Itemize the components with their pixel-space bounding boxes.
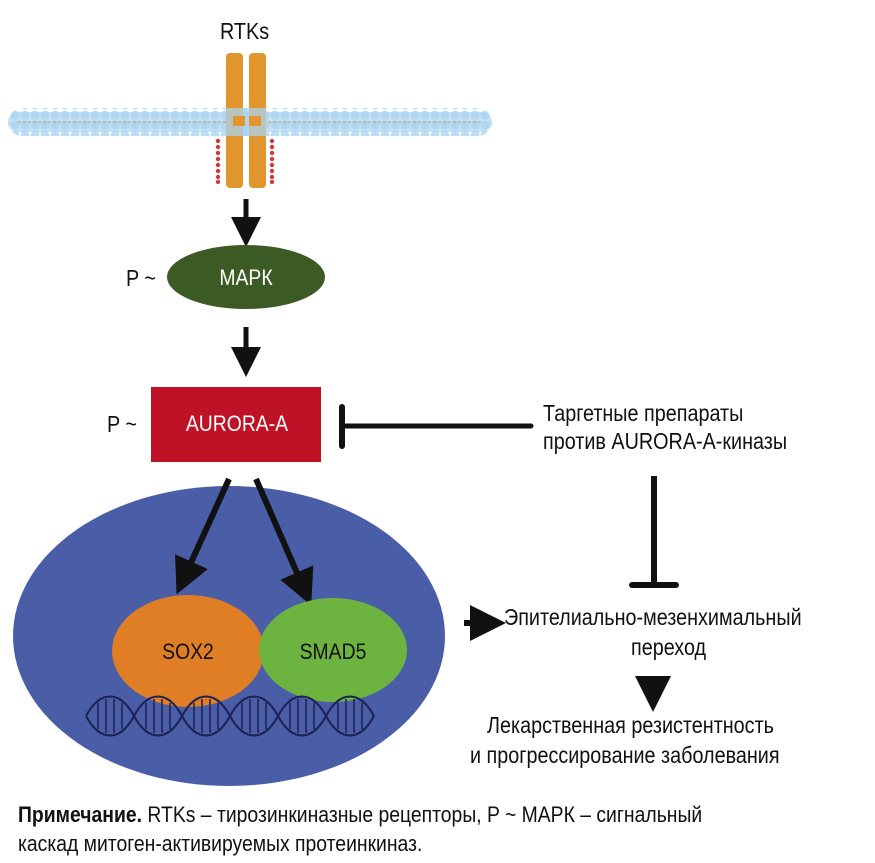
rtk-receptor bbox=[215, 53, 275, 188]
aurora-a-label: AURORA-A bbox=[186, 412, 288, 436]
sox2-label: SOX2 bbox=[162, 640, 214, 664]
phosphorylation-sites-right bbox=[269, 138, 275, 185]
dna-helix-icon bbox=[85, 695, 375, 737]
inhibitor-line2: против AURORA-A-киназы bbox=[543, 428, 788, 454]
outcome-line1: Лекарственная резистентность bbox=[487, 712, 774, 738]
note-text: RTKs – тирозинкиназные рецепторы, P ~ МА… bbox=[18, 802, 703, 856]
mapk-label: МАРК bbox=[219, 266, 272, 290]
emt-line1: Эпителиально-мезенхимальный bbox=[504, 604, 802, 630]
sox2-node bbox=[112, 595, 264, 707]
arrow-aurora-to-sox2 bbox=[175, 477, 232, 595]
figure-note: Примечание. RTKs – тирозинкиназные рецеп… bbox=[18, 800, 766, 858]
mapk-phospho-prefix: P ~ bbox=[126, 265, 156, 291]
outcome-line2: и прогрессирование заболевания bbox=[470, 742, 780, 768]
inhibition-drugs-to-emt bbox=[629, 476, 679, 588]
inhibitor-line1: Таргетные препараты bbox=[543, 400, 744, 426]
smad5-label: SMAD5 bbox=[300, 640, 367, 664]
aurora-phospho-prefix: P ~ bbox=[107, 411, 137, 437]
mapk-node bbox=[167, 245, 325, 309]
rtks-label: RTKs bbox=[220, 18, 270, 44]
phosphorylation-sites-left bbox=[215, 138, 221, 185]
emt-line2: переход bbox=[631, 634, 707, 660]
smad5-node bbox=[259, 598, 407, 702]
aurora-a-node bbox=[151, 387, 321, 462]
inhibition-drugs-to-aurora bbox=[339, 404, 534, 449]
arrow-aurora-to-smad5 bbox=[253, 477, 314, 606]
note-heading: Примечание. bbox=[18, 802, 142, 827]
